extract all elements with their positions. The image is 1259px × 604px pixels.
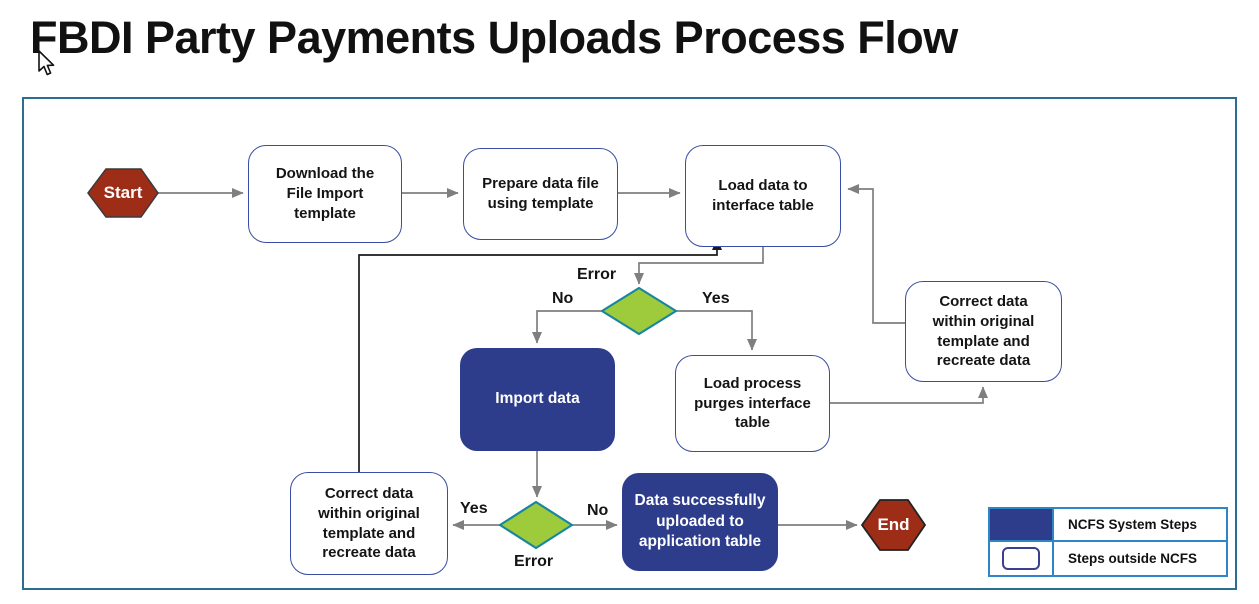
mouse-cursor-icon [38,50,55,76]
node-purge-interface-table: Load process purges interface table [675,355,830,452]
no-branch-label-2: No [587,502,609,519]
node-import-data: Import data [460,348,615,451]
error-label-1: Error [577,266,617,283]
legend-outline-swatch-shape [1002,547,1040,570]
yes-branch-label-2: Yes [460,500,488,517]
legend-label-outside: Steps outside NCFS [1068,551,1198,566]
node-correct-data-left: Correct data within original template an… [290,472,448,575]
node-upload-success: Data successfully uploaded to applicatio… [622,473,778,571]
page-title: FBDI Party Payments Uploads Process Flow [30,12,958,63]
yes-branch-label-1: Yes [702,290,730,307]
legend: NCFS System Steps Steps outside NCFS [988,507,1228,577]
node-download-template: Download the File Import template [248,145,402,243]
start-node-label: Start [103,183,143,202]
no-branch-label-1: No [552,290,574,307]
node-load-data-interface: Load data to interface table [685,145,841,247]
legend-swatch-ncfs-filled [990,509,1054,542]
node-correct-data-right: Correct data within original template an… [905,281,1062,382]
legend-swatch-outside-outline [990,542,1054,575]
legend-label-ncfs: NCFS System Steps [1054,509,1226,542]
error-label-2: Error [514,553,554,570]
node-prepare-data-file: Prepare data file using template [463,148,618,240]
end-node-label: End [877,515,910,534]
